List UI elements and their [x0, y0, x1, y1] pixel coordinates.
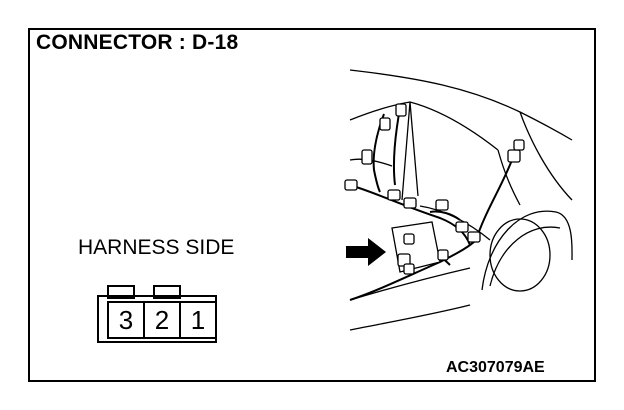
- diagram-frame: [28, 28, 596, 382]
- location-arrow-icon: [346, 238, 386, 266]
- harness-side-label: HARNESS SIDE: [78, 236, 235, 259]
- pin-1: 1: [190, 305, 206, 335]
- connector-title: CONNECTOR : D-18: [36, 31, 239, 54]
- pin-2: 2: [154, 305, 170, 335]
- figure-code: AC307079AE: [446, 359, 545, 376]
- pin-3: 3: [118, 305, 134, 335]
- connector-face: [97, 285, 217, 343]
